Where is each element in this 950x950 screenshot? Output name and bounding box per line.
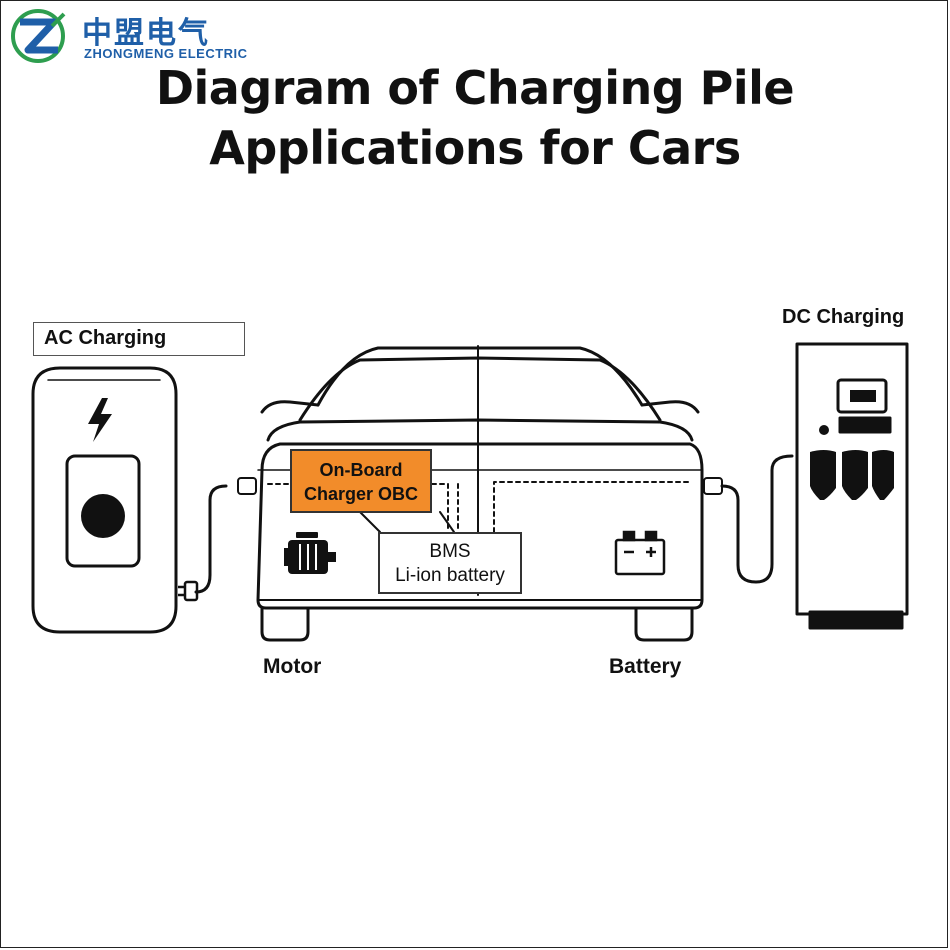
ac-cable: [194, 484, 228, 594]
car-outline: [237, 345, 723, 642]
logo-name-en: ZHONGMENG ELECTRIC: [84, 46, 248, 61]
battery-caption: Battery: [609, 655, 682, 678]
bms-label-line-2: Li-ion battery: [395, 565, 505, 586]
plug-icon: [178, 580, 199, 602]
obc-label-line-1: On-Board: [319, 460, 403, 480]
dc-charging-label: DC Charging: [782, 306, 905, 328]
ac-charger: [31, 366, 178, 634]
lightning-icon: [88, 398, 112, 442]
bms-box: BMS Li-ion battery: [378, 532, 522, 594]
obc-label-line-2: Charger OBC: [303, 484, 419, 504]
bms-label-line-1: BMS: [429, 541, 471, 562]
title-line-1: Diagram of Charging Pile: [155, 61, 795, 115]
motor-icon: [284, 532, 336, 574]
ac-charging-label: AC Charging: [33, 322, 245, 356]
logo-name-cn: 中盟电气: [82, 16, 210, 51]
obc-box: On-Board Charger OBC: [290, 449, 432, 513]
dc-cable: [720, 454, 794, 584]
dc-indicator-icon: [819, 425, 829, 435]
charge-button-icon: [81, 494, 125, 538]
title-line-2: Applications for Cars: [209, 121, 741, 175]
motor-caption: Motor: [263, 655, 322, 678]
page-title: Diagram of Charging Pile Applications fo…: [0, 58, 950, 178]
dc-charger: [795, 342, 909, 630]
battery-icon: [614, 530, 666, 576]
brand-logo: 中盟电气 ZHONGMENG ELECTRIC: [6, 6, 248, 64]
internal-wiring: [267, 481, 691, 533]
logo-mark-icon: [11, 9, 66, 63]
dc-connectors-icon: [810, 450, 894, 500]
dc-screen-icon: [850, 390, 876, 402]
